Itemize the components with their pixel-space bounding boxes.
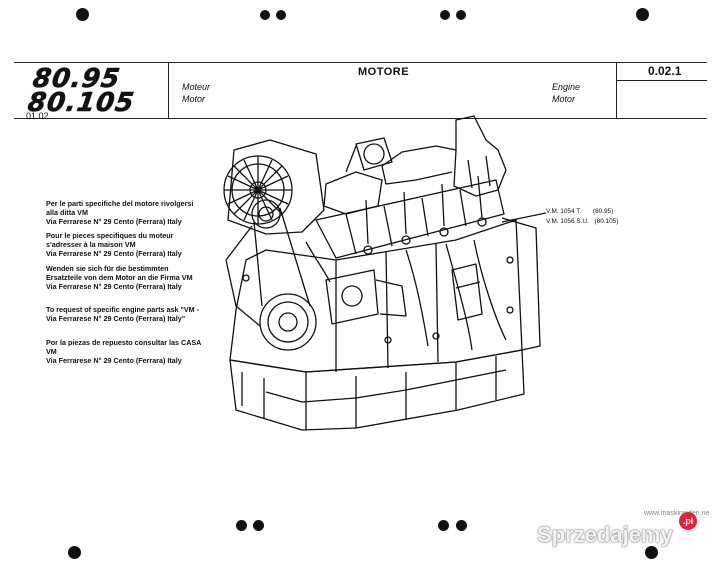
issue-date: 01 02 [26,111,49,121]
label-de: Motor [182,94,206,104]
watermark-brand: Sprzedajemy [537,522,673,547]
punch-hole [645,546,658,559]
note-german: Wenden sie sich für die bestimmten Ersat… [46,264,206,291]
punch-hole [456,10,466,20]
note-spanish-text: Por la piezas de repuesto consultar las … [46,338,202,365]
note-english: To request of specific engine parts ask … [46,305,206,324]
note-german-text: Wenden sie sich für die bestimmten Ersat… [46,264,193,291]
watermark-badge: .pl [679,512,697,530]
header-code-rule [616,80,707,81]
engine-illustration [223,115,546,431]
page-code: 0.02.1 [648,64,682,78]
page-title: MOTORE [358,66,410,78]
note-spanish: Por la piezas de repuesto consultar las … [46,338,206,365]
punch-hole [260,10,270,20]
note-french-text: Pour le pieces specifiques du moteur s'a… [46,231,182,258]
engine-spec-1: V.M. 1054 T. (80.95) [546,208,613,215]
note-italian: Per le parti specifiche del motore rivol… [46,199,206,226]
note-french: Pour le pieces specifiques du moteur s'a… [46,231,206,258]
engine-spec-2-model: (80.105) [594,218,619,225]
header-divider-left [168,62,169,118]
engine-spec-1-model: (80.95) [592,208,614,215]
punch-hole [456,520,467,531]
punch-hole [636,8,649,21]
engine-spec-1-engine: V.M. 1054 T. [546,208,582,215]
note-english-text: To request of specific engine parts ask … [46,305,200,323]
punch-hole [440,10,450,20]
label-en: Engine [552,82,581,92]
header-bottom-rule [14,118,707,119]
note-italian-text: Per le parti specifiche del motore rivol… [46,199,194,226]
header-top-rule [14,62,707,63]
punch-hole [76,8,89,21]
header-divider-right [616,62,617,118]
watermark-url: www.maskinsiden.ne [644,510,710,517]
punch-hole [68,546,81,559]
punch-hole [236,520,247,531]
label-fr: Moteur [182,82,211,92]
punch-hole [438,520,449,531]
punch-hole [276,10,286,20]
label-es: Motor [552,94,576,104]
punch-hole [253,520,264,531]
engine-spec-2: V.M. 1056 S.U. (80.105) [546,218,618,225]
engine-spec-2-engine: V.M. 1056 S.U. [546,218,589,225]
